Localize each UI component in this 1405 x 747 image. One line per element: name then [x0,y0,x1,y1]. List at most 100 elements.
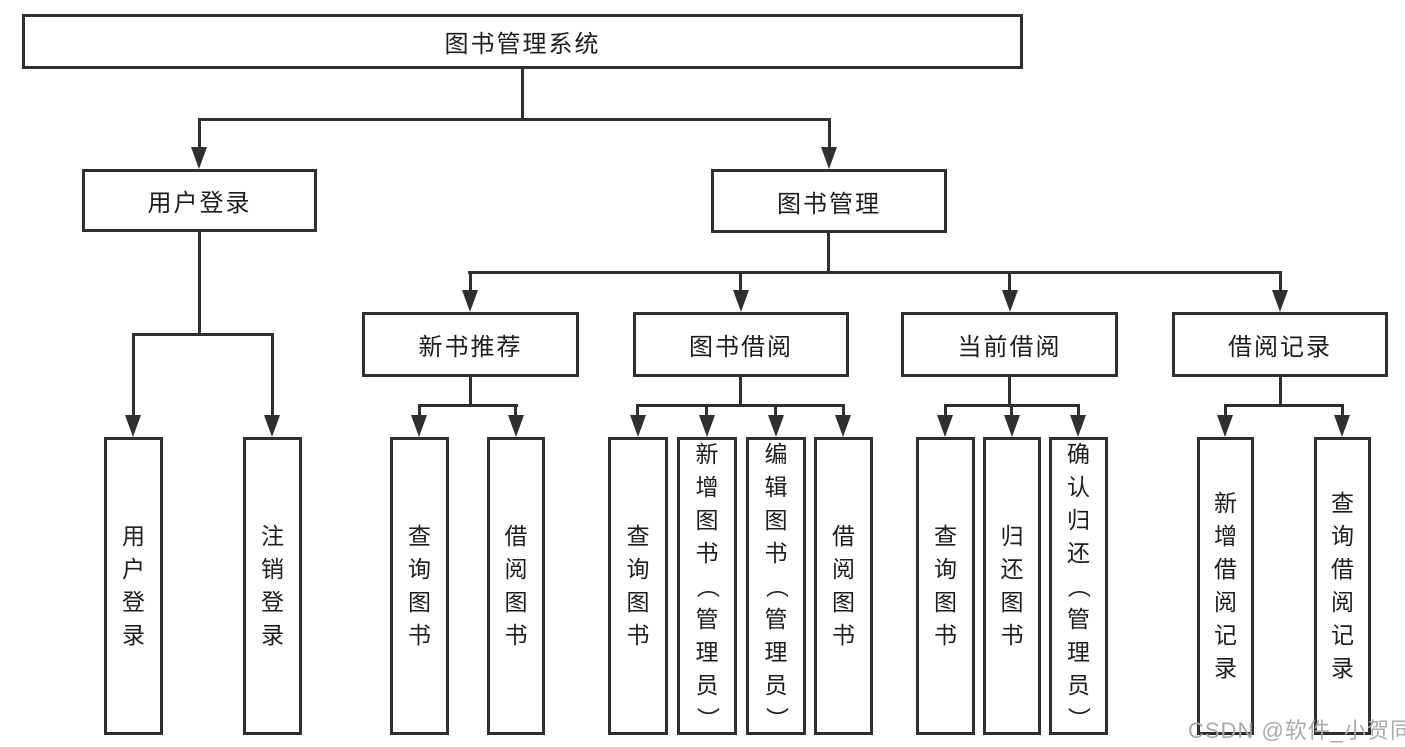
vertical-char: 借 [1214,556,1237,582]
vertical-char: 管 [764,605,788,632]
connector-vline [1008,271,1011,293]
node-label: 图书管理 [777,190,881,218]
arrowhead-down-icon [768,415,784,437]
node-label: 图书管理系统 [444,31,601,58]
vertical-char: 辑 [764,473,788,500]
arrowhead-down-icon [1002,290,1018,312]
node-label: 当前借阅 [957,334,1062,361]
vertical-char: 员 [695,671,719,698]
vertical-char: 录 [122,622,145,648]
connector-vline [636,404,639,417]
vertical-char: 理 [764,638,788,665]
arrowhead-down-icon [699,415,715,437]
leaf-query-books-current: 查询图书 [916,437,975,735]
arrowhead-down-icon [191,147,207,169]
connector-vline [469,377,472,407]
connector-vline [1341,404,1344,417]
connector-hline [198,118,831,121]
vertical-char: 阅 [1214,589,1237,615]
vertical-char: 管 [695,605,719,632]
node-label: 图书借阅 [689,334,793,361]
vertical-char: 图 [1000,589,1024,615]
vertical-char: 认 [1067,473,1090,500]
leaf-confirm-return-admin: 确认归还（管理员） [1049,437,1108,735]
vertical-char: 理 [1067,638,1090,665]
vertical-char: 查 [1331,490,1354,516]
vertical-char: 归 [1067,506,1090,533]
vertical-char: 录 [261,622,284,648]
vertical-char: 阅 [832,556,855,582]
connector-vline [1279,377,1282,407]
leaf-borrow-books-borrowing: 借阅图书 [814,437,873,735]
vertical-char: 确 [1067,440,1090,467]
connector-vline [828,118,831,150]
vertical-char: 书 [504,622,528,648]
vertical-char: （ [763,574,790,598]
vertical-char: 新 [695,440,719,467]
vertical-char: 查 [408,523,431,549]
vertical-char: 新 [1214,490,1237,516]
node-label: 用户登录 [147,190,252,217]
connector-hline [468,271,1282,274]
leaf-edit-book-admin: 编辑图书（管理员） [746,437,806,735]
leaf-add-borrow-record: 新增借阅记录 [1197,437,1254,735]
vertical-char: 图 [695,506,719,533]
vertical-char: 书 [626,622,650,648]
arrowhead-down-icon [411,415,427,437]
vertical-char: （ [1066,574,1092,598]
vertical-char: 员 [764,671,788,698]
vertical-char: 登 [261,589,284,615]
vertical-char: 借 [832,523,855,549]
node-borrowing-records: 借阅记录 [1172,312,1388,377]
leaf-add-book-admin: 新增图书（管理员） [677,437,737,735]
node-label: 新书推荐 [418,334,523,361]
vertical-char: 阅 [504,556,528,582]
arrowhead-down-icon [1272,290,1288,312]
leaf-query-books-borrowing: 查询图书 [608,437,668,735]
connector-vline [774,404,777,417]
vertical-char: 用 [122,523,145,549]
arrowhead-down-icon [1334,415,1350,437]
vertical-char: 图 [626,589,650,615]
vertical-char: 录 [1214,655,1237,681]
vertical-char: ） [1066,706,1092,730]
node-book-management: 图书管理 [711,169,947,233]
vertical-char: 管 [1067,605,1090,632]
leaf-logout: 注销登录 [243,437,302,735]
arrowhead-down-icon [630,415,646,437]
arrowhead-down-icon [125,415,141,437]
vertical-char: 书 [408,622,431,648]
vertical-char: 询 [934,556,957,582]
arrowhead-down-icon [821,147,837,169]
connector-vline [1077,404,1080,417]
vertical-char: 查 [934,523,957,549]
node-current-borrowing: 当前借阅 [901,312,1118,377]
node-new-book-recommendation: 新书推荐 [362,312,579,377]
connector-vline [739,271,742,293]
node-root-library-management-system: 图书管理系统 [22,14,1023,69]
vertical-char: （ [694,574,721,598]
connector-vline [198,232,201,336]
vertical-char: 记 [1214,622,1237,648]
connector-hline [132,333,274,336]
connector-vline [521,69,524,121]
vertical-char: 还 [1067,539,1090,566]
vertical-char: 查 [626,523,650,549]
connector-vline [418,404,421,417]
vertical-char: 询 [408,556,431,582]
connector-vline [739,377,742,407]
vertical-char: 图 [934,589,957,615]
vertical-char: 询 [1331,523,1354,549]
arrowhead-down-icon [1004,415,1020,437]
vertical-char: 录 [1331,655,1354,681]
vertical-char: 借 [1331,556,1354,582]
node-user-login: 用户登录 [82,169,317,232]
connector-vline [1010,404,1013,417]
vertical-char: 还 [1000,556,1024,582]
vertical-char: 书 [1000,622,1024,648]
vertical-char: 图 [408,589,431,615]
vertical-char: 理 [695,638,719,665]
arrowhead-down-icon [508,415,524,437]
connector-vline [198,118,201,150]
arrowhead-down-icon [937,415,953,437]
